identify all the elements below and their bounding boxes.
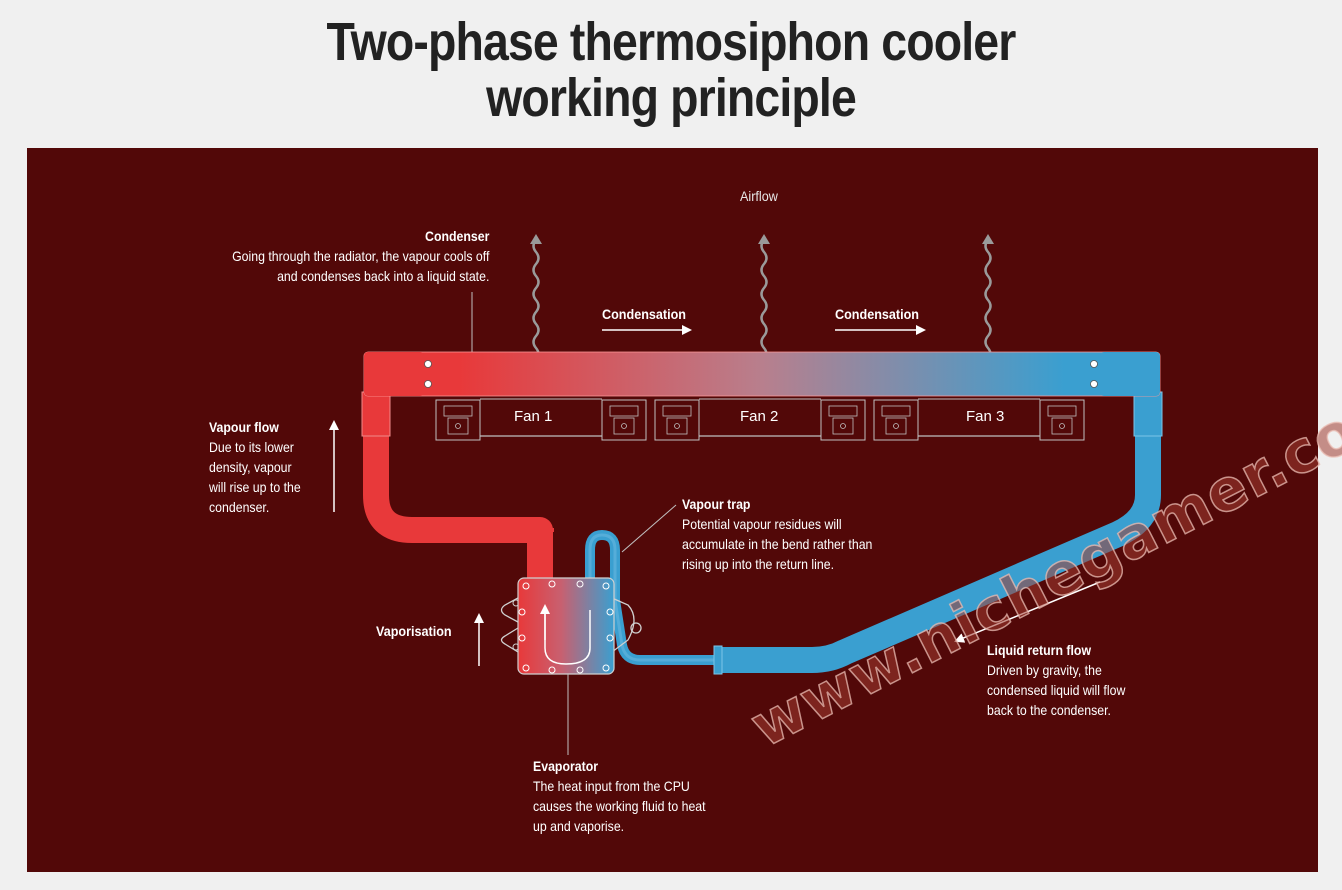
liquid-return-description: Driven by gravity, the condensed liquid … (987, 662, 1126, 718)
fan-bracket-screw (674, 423, 680, 429)
vapour-trap-tube-inner (588, 533, 716, 662)
radiator-screw (424, 380, 432, 388)
fan-bracket (435, 399, 481, 441)
evaporator-screw (576, 580, 584, 588)
fan-2-label: Fan 2 (740, 408, 779, 425)
airflow-arrows (532, 239, 992, 373)
liquid-pipe-coupling (1133, 391, 1163, 437)
evaporator-screw (548, 666, 556, 674)
radiator-screw (1090, 360, 1098, 368)
radiator-screw (424, 360, 432, 368)
diagram-panel (27, 148, 1318, 872)
fan-bracket-inner (828, 405, 858, 417)
airflow-arrowhead-3 (982, 234, 994, 244)
fan-bracket-body (613, 417, 635, 435)
liquid-return-heading: Liquid return flow (987, 642, 1092, 658)
fan-bracket-body (885, 417, 907, 435)
evaporator-screw (606, 634, 614, 642)
vapour-flow-heading: Vapour flow (209, 419, 279, 435)
vapour-trap-description: Potential vapour residues will accumulat… (682, 516, 873, 572)
evaporator-screw (576, 666, 584, 674)
radiator (363, 351, 1161, 397)
radiator-right-cap (1100, 352, 1160, 396)
fan-bracket-inner (443, 405, 473, 417)
airflow-arrow-1 (532, 239, 540, 373)
evaporator-screw (606, 608, 614, 616)
fan-bracket-inner (881, 405, 911, 417)
airflow-arrowhead-1 (530, 234, 542, 244)
liquid-return-callout: Liquid return flow Driven by gravity, th… (987, 640, 1125, 720)
airflow-arrowhead-2 (758, 234, 770, 244)
fan-bracket-inner (1047, 405, 1077, 417)
bracket-screw (630, 622, 642, 634)
liquid-pipe-fitting (713, 645, 723, 675)
airflow-arrow-3 (984, 239, 992, 373)
fan-bracket-screw (621, 423, 627, 429)
vapour-pipe (363, 395, 553, 578)
evaporator-left-bracket (500, 597, 519, 653)
vapour-trap-callout: Vapour trap Potential vapour residues wi… (682, 494, 872, 574)
vapour-pipe-end-cap (528, 528, 554, 532)
vapour-trap-leader-line (621, 504, 677, 553)
fan-bracket-screw (1059, 423, 1065, 429)
evaporator-right-bracket (611, 597, 635, 653)
page-title: Two-phase thermosiphon cooler working pr… (94, 14, 1248, 126)
evaporator-block (517, 577, 615, 675)
title-line-2: working principle (486, 68, 857, 128)
fan-bracket-body (447, 417, 469, 435)
fan-bracket (601, 399, 647, 441)
evaporator-heading: Evaporator (533, 758, 599, 774)
vapour-flow-description: Due to its lower density, vapour will ri… (209, 439, 301, 515)
radiator-screw (1090, 380, 1098, 388)
liquid-return-arrow (954, 581, 1101, 643)
airflow-label: Airflow (740, 188, 778, 204)
evaporator-u-channel (544, 610, 591, 665)
evaporator-screw (522, 664, 530, 672)
evaporator-callout: Evaporator The heat input from the CPU c… (533, 756, 706, 836)
fan-bracket-body (1051, 417, 1073, 435)
fan-bracket-screw (840, 423, 846, 429)
evaporator-screw (518, 634, 526, 642)
vaporisation-label: Vaporisation (376, 623, 452, 639)
fan-bracket (1039, 399, 1085, 441)
fan-bracket-body (832, 417, 854, 435)
fan-bracket (820, 399, 866, 441)
evaporator-description: The heat input from the CPU causes the w… (533, 778, 706, 834)
evaporator-screw (602, 664, 610, 672)
vapour-flow-callout: Vapour flow Due to its lower density, va… (209, 417, 301, 517)
condenser-heading: Condenser (424, 228, 489, 244)
fan-bracket-screw (893, 423, 899, 429)
condensation-label-2: Condensation (835, 306, 920, 322)
fan-bracket (654, 399, 700, 441)
evaporator (500, 577, 642, 675)
vapour-pipe-coupling (361, 391, 391, 437)
condenser-callout: Condenser Going through the radiator, th… (232, 226, 489, 286)
evaporator-screw (518, 608, 526, 616)
radiator-left-cap (364, 352, 424, 396)
fan-bracket (873, 399, 919, 441)
fan-group (435, 398, 1085, 441)
fan-bracket-inner (609, 405, 639, 417)
fan-bracket-inner (662, 405, 692, 417)
title-line-1: Two-phase thermosiphon cooler (326, 12, 1017, 72)
vapour-trap-heading: Vapour trap (682, 496, 751, 512)
evaporator-screw (548, 580, 556, 588)
fan-bracket-body (666, 417, 688, 435)
airflow-arrow-2 (760, 239, 768, 373)
condenser-description: Going through the radiator, the vapour c… (231, 248, 489, 284)
evaporator-screw (522, 582, 530, 590)
condensation-label-1: Condensation (602, 306, 687, 322)
evaporator-screw (602, 582, 610, 590)
fan-bracket-screw (455, 423, 461, 429)
fan-3-label: Fan 3 (966, 408, 1005, 425)
fan-1-label: Fan 1 (514, 408, 553, 425)
liquid-return-pipe (720, 395, 1161, 673)
vapour-pipe-evap-fitting (534, 550, 548, 578)
